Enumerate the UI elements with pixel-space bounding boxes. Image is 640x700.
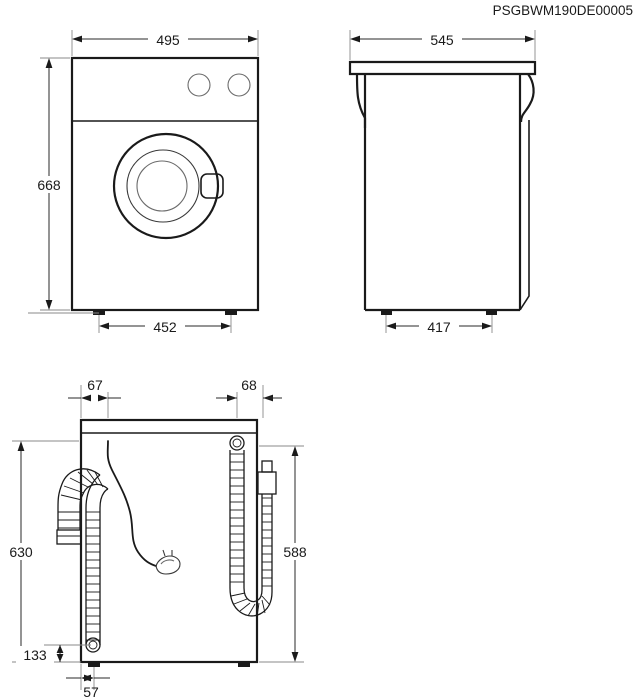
arrow-head xyxy=(17,441,25,451)
arrow-head xyxy=(248,35,258,43)
arrow-head xyxy=(386,322,396,330)
dim-rear-height-right: 588 xyxy=(283,544,307,560)
dim-text-bg xyxy=(145,318,185,335)
dim-side-feet-span: 417 xyxy=(427,319,451,335)
dim-side-depth: 545 xyxy=(430,32,454,48)
inlet-hose-tip xyxy=(261,460,273,473)
arrow-head xyxy=(291,446,299,456)
drain-hose xyxy=(56,468,109,653)
door-middle-ring xyxy=(126,149,200,223)
dim-text-bg xyxy=(422,31,462,48)
inlet-hose-ubend-outer xyxy=(229,587,273,617)
dim-front-width: 495 xyxy=(156,32,180,48)
side-top-plate xyxy=(348,60,537,76)
arrow-head xyxy=(72,35,82,43)
arrow-head xyxy=(81,394,91,402)
power-cord-cable xyxy=(106,440,157,567)
rear-view: 67 68 630 588 xyxy=(2,377,314,700)
arrow-head xyxy=(525,35,535,43)
dim-text-bg xyxy=(419,318,459,335)
inlet-hose-ribs-ubend xyxy=(230,592,271,618)
drawing-title-code: PSGBWM190DE00005 xyxy=(493,3,633,18)
dim-front-feet-span: 452 xyxy=(153,319,177,335)
drain-hose-ribs-arc xyxy=(60,469,104,501)
door-glass xyxy=(136,160,188,212)
dim-text-bg xyxy=(2,543,40,560)
inlet-hose-port xyxy=(229,435,245,451)
control-knob-left[interactable] xyxy=(187,73,211,97)
front-view: 495 668 452 xyxy=(28,30,260,335)
side-view: 545 417 xyxy=(348,30,537,335)
power-plug-pins xyxy=(162,549,173,557)
arrow-head xyxy=(56,654,64,662)
dim-rear-foot-offset: 57 xyxy=(83,684,99,700)
door-outer-ring[interactable] xyxy=(112,132,220,240)
arrow-head xyxy=(350,35,360,43)
side-rear-handle xyxy=(519,73,535,123)
power-plug-body xyxy=(155,555,181,575)
dim-front-height: 668 xyxy=(37,177,61,193)
arrow-head xyxy=(98,394,108,402)
door-handle[interactable] xyxy=(200,173,224,199)
dim-text-bg xyxy=(148,31,188,48)
dim-text-bg xyxy=(276,543,314,560)
power-plug xyxy=(155,549,181,575)
dim-text-bg xyxy=(16,646,54,663)
side-foot-rear xyxy=(486,310,497,315)
drain-hose-ribs-left-leg xyxy=(58,511,80,529)
arrow-head xyxy=(99,322,109,330)
power-cord xyxy=(106,440,181,575)
dim-rear-height-left: 630 xyxy=(9,544,33,560)
drain-hose-hook-outer xyxy=(57,468,101,509)
arrow-head xyxy=(45,300,53,310)
front-cabinet-outline xyxy=(70,56,260,312)
dim-rear-drain-height: 133 xyxy=(23,647,47,663)
dim-text-bg xyxy=(30,176,68,193)
arrow-head xyxy=(291,652,299,662)
arrow-head xyxy=(482,322,492,330)
side-rear-taper xyxy=(519,120,530,311)
side-foot-front xyxy=(381,310,392,315)
dim-rear-inlet-offset: 68 xyxy=(241,377,257,393)
control-knob-right[interactable] xyxy=(227,73,251,97)
drain-hose-ribs xyxy=(86,511,100,641)
inlet-hose-port-inner xyxy=(232,438,242,448)
rear-foot-right xyxy=(238,662,250,667)
inlet-hose-ribs-up xyxy=(262,497,272,587)
drain-hose-end-fitting xyxy=(56,529,82,545)
arrow-head xyxy=(45,58,53,68)
inlet-hose-ribs-down xyxy=(230,453,244,583)
power-plug-detail xyxy=(160,559,175,565)
drain-hose-hook-inner xyxy=(79,483,109,509)
front-foot-left xyxy=(93,310,105,315)
arrow-head xyxy=(56,645,64,653)
arrow-head xyxy=(221,322,231,330)
inlet-hose xyxy=(229,435,277,618)
front-foot-right xyxy=(225,310,237,315)
inlet-hose-ubend-inner xyxy=(243,587,263,603)
arrow-head xyxy=(84,674,94,682)
rear-foot-left xyxy=(88,662,100,667)
dim-rear-drain-offset: 67 xyxy=(87,377,103,393)
